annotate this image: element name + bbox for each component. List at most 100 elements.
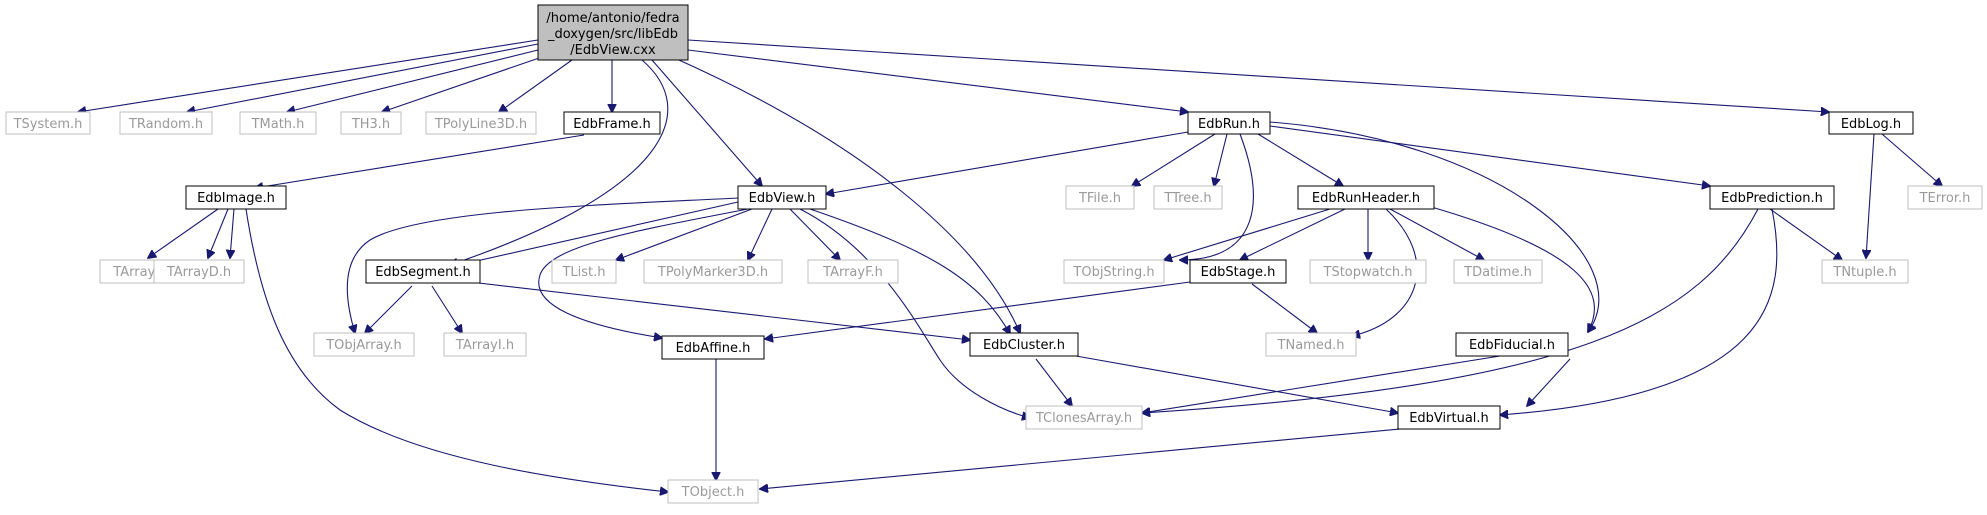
svg-text:TError.h: TError.h bbox=[1919, 191, 1971, 206]
edge-edbrun-ttree bbox=[1214, 133, 1228, 186]
svg-text:TDatime.h: TDatime.h bbox=[1463, 265, 1532, 280]
edge-edbsegment-tarrayi bbox=[431, 285, 462, 333]
node-edbstage[interactable]: EdbStage.h bbox=[1189, 259, 1287, 284]
node-tsystem[interactable]: TSystem.h bbox=[5, 111, 91, 135]
edge-root-edbview bbox=[651, 59, 762, 186]
node-edbimage[interactable]: EdbImage.h bbox=[185, 185, 287, 210]
edges bbox=[78, 39, 1942, 492]
node-trandom[interactable]: TRandom.h bbox=[119, 111, 213, 135]
edge-root-tsystem bbox=[78, 39, 539, 112]
nodes: /home/antonio/fedra _doxygen/src/libEdb … bbox=[5, 4, 1983, 504]
edge-edbrun-tobjstring bbox=[1180, 133, 1254, 260]
node-terror[interactable]: TError.h bbox=[1907, 185, 1983, 210]
node-edbvirtual[interactable]: EdbVirtual.h bbox=[1397, 405, 1501, 430]
node-tarrayd[interactable]: TArrayD.h bbox=[153, 259, 245, 284]
svg-text:TObjString.h: TObjString.h bbox=[1072, 265, 1154, 280]
node-tntuple[interactable]: TNtuple.h bbox=[1821, 259, 1909, 284]
node-tdatime[interactable]: TDatime.h bbox=[1453, 259, 1543, 284]
edge-edbrun-edbview bbox=[826, 131, 1189, 194]
edge-edbfiducial-tclonesarray bbox=[1142, 355, 1501, 413]
svg-text:TMath.h: TMath.h bbox=[251, 117, 305, 132]
edge-root-tpolyline3d bbox=[499, 59, 573, 112]
node-edbframe[interactable]: EdbFrame.h bbox=[563, 111, 661, 135]
node-th3[interactable]: TH3.h bbox=[340, 111, 402, 135]
edge-root-trandom bbox=[187, 43, 539, 112]
svg-text:EdbFrame.h: EdbFrame.h bbox=[573, 117, 651, 132]
edge-edbprediction-edbvirtual bbox=[1500, 208, 1778, 415]
edge-edbview-edbsegment bbox=[450, 201, 739, 267]
svg-text:TStopwatch.h: TStopwatch.h bbox=[1323, 265, 1413, 280]
svg-text:TTree.h: TTree.h bbox=[1163, 191, 1211, 206]
edge-edbview-tlist bbox=[616, 208, 753, 260]
svg-text:TArrayD.h: TArrayD.h bbox=[166, 265, 231, 280]
node-tclonesarray[interactable]: TClonesArray.h bbox=[1025, 405, 1143, 430]
svg-text:TClonesArray.h: TClonesArray.h bbox=[1035, 411, 1132, 426]
node-tstopwatch[interactable]: TStopwatch.h bbox=[1309, 259, 1427, 284]
node-tpolymarker3d[interactable]: TPolyMarker3D.h bbox=[643, 259, 783, 284]
svg-text:TRandom.h: TRandom.h bbox=[128, 117, 203, 132]
edge-edbview-tpolymarker3d bbox=[748, 208, 773, 260]
svg-text:TObject.h: TObject.h bbox=[681, 485, 745, 500]
edge-edblog-tntuple bbox=[1866, 133, 1875, 258]
node-edbrunheader[interactable]: EdbRunHeader.h bbox=[1297, 185, 1435, 210]
svg-text:EdbVirtual.h: EdbVirtual.h bbox=[1409, 411, 1489, 426]
node-edbcluster[interactable]: EdbCluster.h bbox=[969, 332, 1079, 357]
node-tobjstring[interactable]: TObjString.h bbox=[1063, 259, 1165, 284]
node-root-edbview-cxx[interactable]: /home/antonio/fedra _doxygen/src/libEdb … bbox=[537, 4, 689, 61]
edge-edbview-tobjarray bbox=[346, 197, 739, 333]
node-tfile[interactable]: TFile.h bbox=[1065, 185, 1135, 210]
node-edblog[interactable]: EdbLog.h bbox=[1828, 111, 1914, 135]
svg-text:TNamed.h: TNamed.h bbox=[1277, 338, 1345, 353]
node-tpolyline3d[interactable]: TPolyLine3D.h bbox=[425, 111, 537, 135]
edge-edbimage-tarrayd bbox=[208, 208, 229, 258]
edge-edbstage-tnamed bbox=[1251, 283, 1317, 333]
root-line-2: _doxygen/src/libEdb bbox=[547, 27, 678, 42]
node-tlist[interactable]: TList.h bbox=[551, 259, 617, 284]
edge-edbrun-tfile bbox=[1132, 133, 1216, 186]
node-tobject[interactable]: TObject.h bbox=[667, 479, 759, 504]
edge-edbrunheader-tnamed bbox=[1352, 208, 1418, 336]
node-edbaffine[interactable]: EdbAffine.h bbox=[661, 335, 765, 360]
node-edbfiducial[interactable]: EdbFiducial.h bbox=[1455, 332, 1569, 357]
svg-text:TArrayI.h: TArrayI.h bbox=[455, 338, 514, 353]
edge-root-edblog bbox=[687, 39, 1829, 112]
svg-text:TObjArray.h: TObjArray.h bbox=[325, 338, 402, 353]
edge-edbframe-edbimage bbox=[255, 134, 585, 188]
edge-root-edbsegment bbox=[450, 59, 669, 265]
node-tmath[interactable]: TMath.h bbox=[239, 111, 317, 135]
svg-text:TNtuple.h: TNtuple.h bbox=[1832, 265, 1896, 280]
node-edbrun[interactable]: EdbRun.h bbox=[1187, 111, 1271, 135]
node-edbprediction[interactable]: EdbPrediction.h bbox=[1709, 185, 1835, 210]
edge-edbrunheader-edbfiducial bbox=[1427, 205, 1594, 332]
edge-edbview-tclonesarray bbox=[799, 208, 1030, 418]
edge-edbrun-edbprediction bbox=[1269, 125, 1710, 186]
edge-edbprediction-tntuple bbox=[1769, 208, 1842, 260]
svg-text:TList.h: TList.h bbox=[561, 265, 605, 280]
svg-text:EdbLog.h: EdbLog.h bbox=[1841, 117, 1901, 132]
edge-edbview-edbcluster bbox=[809, 208, 1010, 334]
node-ttree[interactable]: TTree.h bbox=[1153, 185, 1223, 210]
svg-text:EdbImage.h: EdbImage.h bbox=[197, 191, 275, 206]
edge-edbsegment-tobjarray bbox=[365, 285, 413, 333]
edge-root-edbrun bbox=[687, 49, 1188, 112]
edge-edbvirtual-tobject bbox=[760, 428, 1401, 489]
svg-text:EdbRun.h: EdbRun.h bbox=[1198, 117, 1260, 132]
node-edbsegment[interactable]: EdbSegment.h bbox=[365, 259, 481, 284]
svg-text:TH3.h: TH3.h bbox=[351, 117, 390, 132]
edge-root-tmath bbox=[287, 49, 539, 112]
svg-text:EdbPrediction.h: EdbPrediction.h bbox=[1721, 191, 1823, 206]
edge-root-edbcluster bbox=[669, 55, 1020, 333]
edge-edbimage-tarrayc bbox=[148, 208, 219, 258]
node-tobjarray[interactable]: TObjArray.h bbox=[313, 332, 415, 357]
node-edbview-h[interactable]: EdbView.h bbox=[737, 185, 827, 210]
node-tarrayf[interactable]: TArrayF.h bbox=[807, 259, 899, 284]
edge-edbfiducial-edbvirtual bbox=[1527, 358, 1571, 406]
edge-edbprediction-tclonesarray bbox=[1142, 208, 1759, 413]
node-tarrayi[interactable]: TArrayI.h bbox=[443, 332, 527, 357]
node-tnamed[interactable]: TNamed.h bbox=[1265, 332, 1357, 357]
svg-text:TPolyLine3D.h: TPolyLine3D.h bbox=[434, 117, 527, 132]
edge-root-th3 bbox=[382, 55, 546, 112]
svg-text:EdbRunHeader.h: EdbRunHeader.h bbox=[1312, 191, 1420, 206]
svg-text:EdbFiducial.h: EdbFiducial.h bbox=[1469, 338, 1555, 353]
